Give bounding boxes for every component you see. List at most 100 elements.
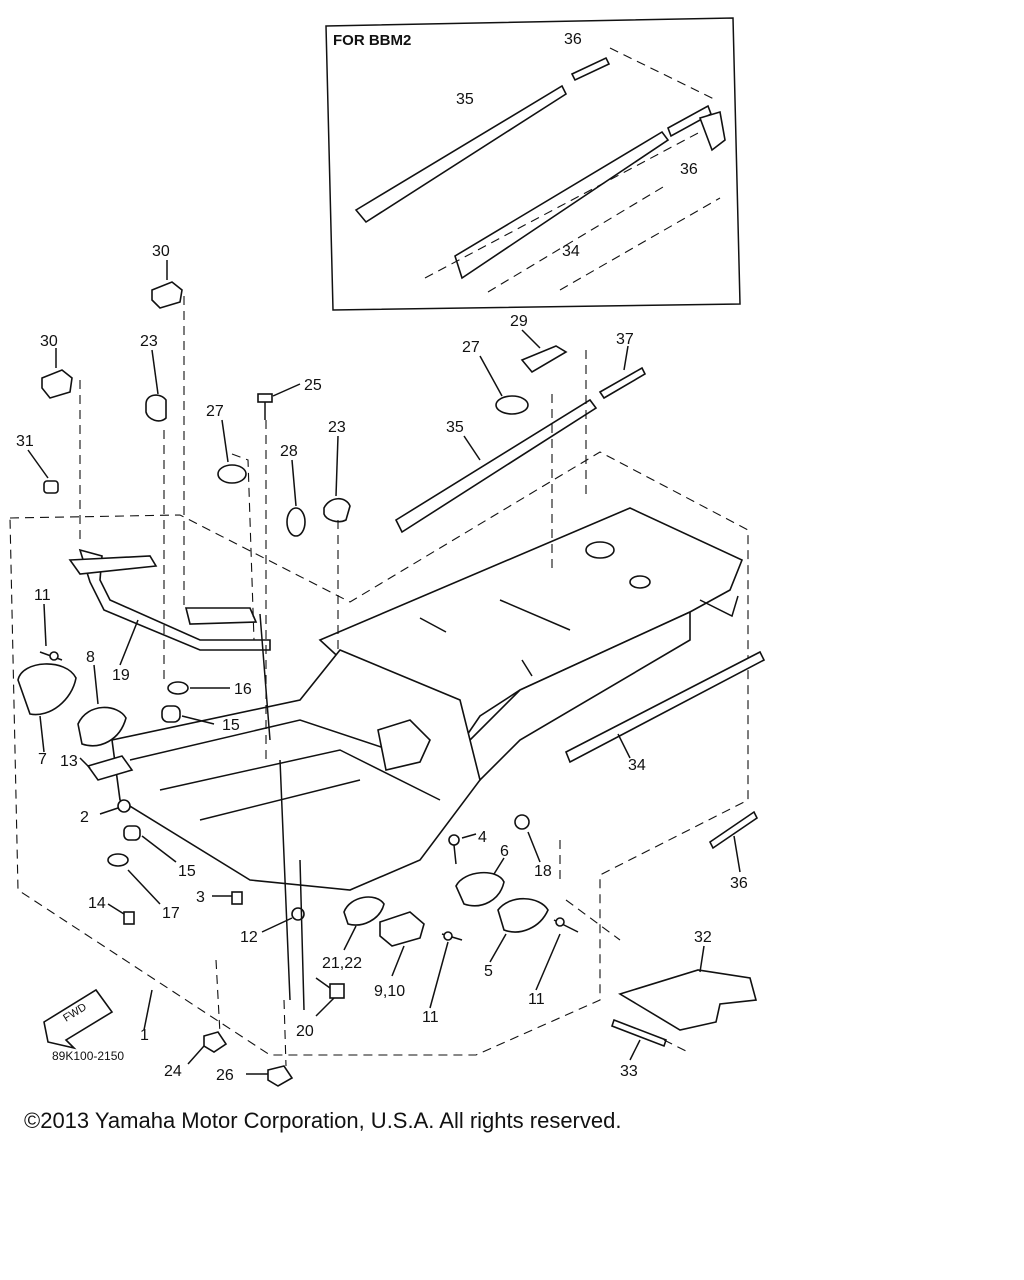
label-28: 28	[280, 443, 298, 460]
label-8: 8	[86, 649, 95, 666]
label-23: 23	[140, 333, 158, 350]
strip-37[interactable]	[598, 366, 647, 400]
bracket-29[interactable]	[520, 345, 568, 374]
strip-35-inset[interactable]	[354, 84, 568, 224]
label-23: 23	[328, 419, 346, 436]
loose-parts	[27, 260, 647, 537]
bolt-4[interactable]	[448, 833, 477, 865]
label-32: 32	[694, 929, 712, 946]
inset-guide	[424, 47, 721, 293]
label-16: 16	[234, 681, 252, 698]
label-15: 15	[222, 717, 240, 734]
label-33: 33	[620, 1063, 638, 1080]
label-36: 36	[564, 31, 582, 48]
guide-lines	[79, 296, 587, 1067]
strip-33[interactable]	[610, 1018, 668, 1048]
copyright-notice: ©2013 Yamaha Motor Corporation, U.S.A. A…	[24, 1108, 622, 1133]
inset-bracket	[698, 110, 726, 152]
block-30-upper[interactable]	[151, 281, 183, 309]
label-11: 11	[528, 991, 545, 1008]
plate-32[interactable]	[618, 969, 758, 1031]
label-36: 36	[680, 161, 698, 178]
handle-8[interactable]	[77, 706, 127, 747]
tunnel-hole-2	[629, 575, 651, 589]
label-21-22: 21,22	[322, 955, 362, 972]
strip-35-main[interactable]	[394, 398, 598, 534]
label-20: 20	[296, 1023, 314, 1040]
clip-24[interactable]	[203, 1031, 228, 1053]
washer-27-left[interactable]	[217, 464, 247, 484]
label-30: 30	[40, 333, 58, 350]
label-2: 2	[80, 809, 89, 826]
label-27: 27	[462, 339, 480, 356]
clip-26[interactable]	[267, 1065, 294, 1087]
clip-23-right[interactable]	[323, 497, 351, 523]
label-24: 24	[164, 1063, 182, 1080]
cap-31[interactable]	[43, 480, 59, 494]
label-11: 11	[422, 1009, 439, 1026]
bushing-2[interactable]	[117, 799, 131, 813]
main-frame	[9, 451, 749, 1056]
label-6: 6	[500, 843, 509, 860]
label-25: 25	[304, 377, 322, 394]
label-12: 12	[240, 929, 258, 946]
bolt-14[interactable]	[107, 903, 135, 925]
right-strips	[559, 650, 766, 1061]
label-30: 30	[152, 243, 170, 260]
tunnel-hole-1	[585, 541, 615, 559]
pad-28[interactable]	[286, 507, 306, 537]
cap-18[interactable]	[514, 814, 530, 830]
frame-parts-diagram: FOR BBM2	[9, 17, 766, 1087]
part-labels: 36 35 36 34 30 30 23 29 37 27 25 27 23 3…	[16, 31, 748, 1084]
mount-21-22[interactable]	[343, 896, 385, 926]
label-15: 15	[178, 863, 196, 880]
bolt-11-center[interactable]	[441, 931, 463, 941]
front-chassis[interactable]	[111, 649, 481, 891]
right-parts	[429, 814, 579, 1009]
bolt-3[interactable]	[212, 891, 243, 905]
frame-outline-dashed	[9, 451, 749, 1056]
handle-7[interactable]	[17, 663, 77, 716]
fwd-arrow: FWD	[43, 988, 114, 1050]
label-35: 35	[456, 91, 474, 108]
label-5: 5	[484, 963, 493, 980]
plate-13[interactable]	[86, 755, 134, 781]
isolator-16[interactable]	[167, 681, 189, 695]
label-34: 34	[562, 243, 580, 260]
isolator-17[interactable]	[107, 853, 129, 867]
bolt-25[interactable]	[257, 393, 273, 420]
label-3: 3	[196, 889, 205, 906]
label-7: 7	[38, 751, 47, 768]
strip-36-right[interactable]	[708, 810, 759, 850]
label-9-10: 9,10	[374, 983, 405, 1000]
label-35: 35	[446, 419, 464, 436]
clip-23-left[interactable]	[145, 394, 167, 422]
label-18: 18	[534, 863, 552, 880]
isolator-15-upper[interactable]	[161, 705, 181, 723]
bolt-11-right[interactable]	[553, 917, 579, 933]
block-30-left[interactable]	[41, 369, 73, 399]
label-34: 34	[628, 757, 646, 774]
isolators	[99, 681, 243, 925]
frame-boss	[377, 719, 431, 771]
label-13: 13	[60, 753, 78, 770]
label-31: 31	[16, 433, 34, 450]
bumper-parts	[17, 548, 271, 781]
label-1: 1	[140, 1027, 149, 1044]
label-14: 14	[88, 895, 106, 912]
inset-title: FOR BBM2	[333, 32, 411, 49]
label-27: 27	[206, 403, 224, 420]
strip-36-inset-top[interactable]	[570, 56, 611, 82]
damper-9-10[interactable]	[379, 911, 425, 947]
washer-27-right[interactable]	[495, 395, 529, 415]
bolt-20[interactable]	[315, 977, 345, 999]
mount-5[interactable]	[497, 898, 549, 933]
bolt-11-left[interactable]	[39, 651, 63, 661]
inset-box: FOR BBM2	[325, 17, 741, 311]
bottom-parts	[143, 896, 425, 1087]
isolator-15-lower[interactable]	[123, 825, 141, 841]
mount-6[interactable]	[455, 871, 505, 907]
label-17: 17	[162, 905, 180, 922]
strip-34-main[interactable]	[564, 650, 766, 764]
label-37: 37	[616, 331, 634, 348]
